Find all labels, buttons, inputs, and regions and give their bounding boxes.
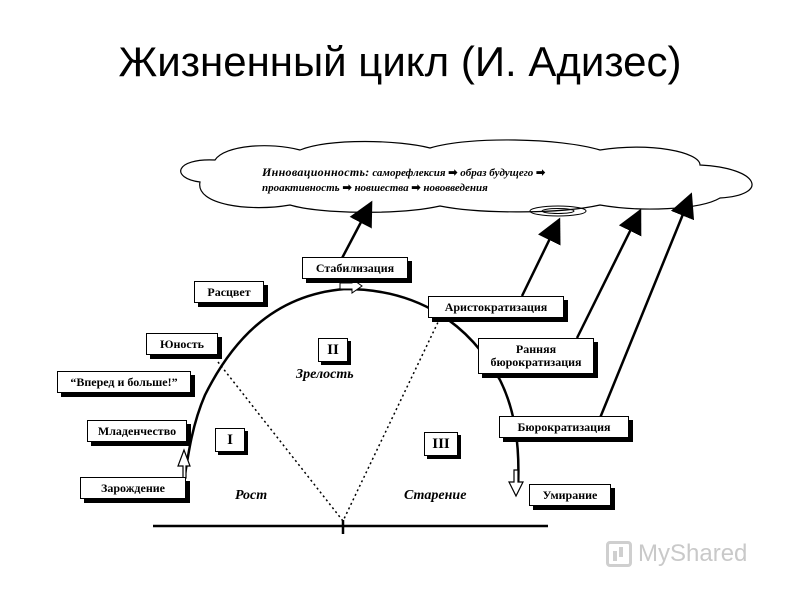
presentation-icon <box>606 541 632 567</box>
stage-box-early-bureaucracy: Ранняя бюрократизация <box>478 338 594 374</box>
stage-box-youth: Юность <box>146 333 218 355</box>
stability-arrow <box>339 278 363 294</box>
stage-box-infancy: Младенчество <box>87 420 187 442</box>
right-arrow-icon: ➡ <box>411 182 421 194</box>
phase-numeral-1: I <box>215 428 245 452</box>
stage-box-bureaucracy: Бюрократизация <box>499 416 629 438</box>
phase-divider-left <box>217 361 344 522</box>
arrow-stability-to-cloud <box>338 200 373 263</box>
arrow-early-bureaucracy-to-cloud <box>575 208 642 339</box>
right-arrow-icon: ➡ <box>342 182 352 194</box>
watermark-text: MyShared <box>638 540 748 567</box>
end-arrow <box>508 469 524 498</box>
phase-numeral-3: III <box>424 432 458 456</box>
phase-label-aging: Старение <box>404 488 467 503</box>
stage-box-prime: Расцвет <box>194 281 264 303</box>
right-arrow-icon: ➡ <box>448 167 458 179</box>
page-title: Жизненный цикл (И. Адизес) <box>118 38 682 85</box>
arrow-bureaucracy-to-cloud <box>598 192 695 419</box>
cloud-item: образ будущего <box>460 167 534 179</box>
stage-box-go-go: “Вперед и больше!” <box>57 371 191 393</box>
stage-box-aristocracy: Аристократизация <box>428 296 564 318</box>
cloud-item: новшества <box>354 182 409 194</box>
watermark: MyShared <box>606 540 747 568</box>
stage-box-death: Умирание <box>529 484 611 506</box>
arrow-aristocracy-to-cloud <box>520 217 561 297</box>
cloud-heading: Инновационность: <box>262 165 370 179</box>
cloud-item: нововведения <box>423 182 488 194</box>
cloud-item: саморефлексия <box>372 167 446 179</box>
cloud-line-1: Инновационность: саморефлексия ➡ образ б… <box>262 165 545 180</box>
cloud-line-2: проактивность ➡ новшества ➡ нововведения <box>262 181 488 194</box>
phase-label-growth: Рост <box>235 488 268 503</box>
stage-box-birth: Зарождение <box>80 477 186 499</box>
cloud-swirl <box>529 205 587 217</box>
stage-box-stability: Стабилизация <box>302 257 408 279</box>
cloud-item: проактивность <box>262 182 340 194</box>
innovation-cloud <box>180 139 753 213</box>
life-curve <box>181 287 520 489</box>
phase-numeral-2: II <box>318 338 348 362</box>
phase-label-maturity: Зрелость <box>296 367 354 382</box>
right-arrow-icon: ➡ <box>536 167 546 179</box>
